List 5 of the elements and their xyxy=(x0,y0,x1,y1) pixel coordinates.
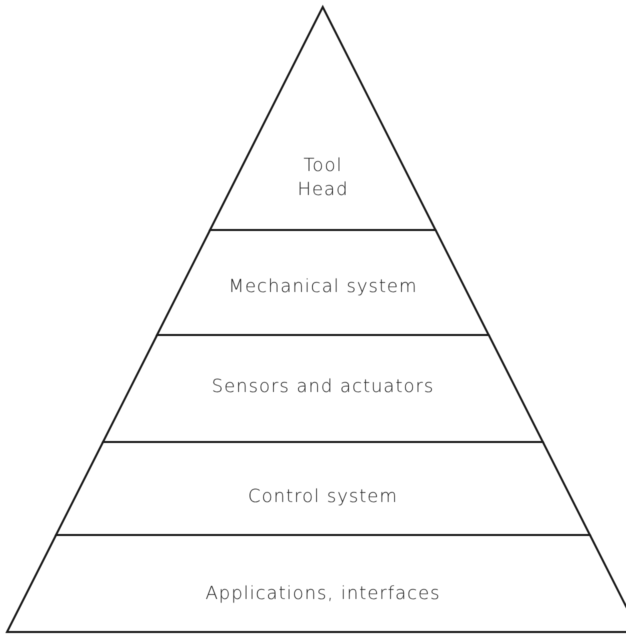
tier-label: Mechanical system xyxy=(228,275,418,299)
tier-label: Control system xyxy=(248,485,398,509)
tier-label: Applications, interfaces xyxy=(205,582,441,606)
tier-label: Sensors and actuators xyxy=(212,375,434,399)
tier-label: Tool Head xyxy=(296,154,350,202)
